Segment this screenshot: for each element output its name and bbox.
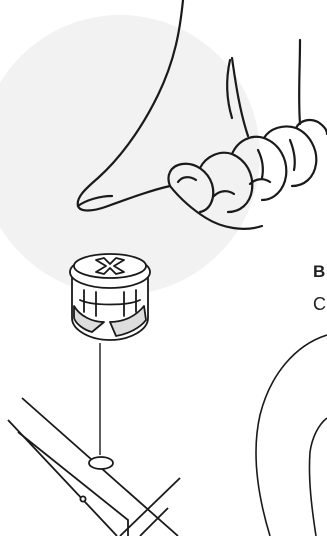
section-subtext-fragment: C: [313, 294, 326, 315]
detail-zoom-circle: [256, 335, 327, 536]
board-panel-icon: [0, 398, 180, 536]
background-halo: [0, 15, 260, 295]
section-heading-fragment: B: [313, 262, 325, 282]
dowel-hole: [89, 457, 113, 469]
cam-lock-fitting-icon: [70, 254, 150, 340]
